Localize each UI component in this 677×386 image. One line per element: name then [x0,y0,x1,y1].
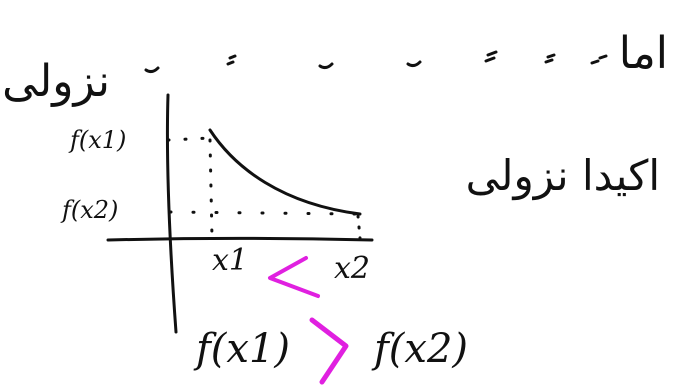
dotted-guides [166,136,362,240]
x-axis [106,237,374,242]
y-axis [165,93,178,334]
right-word: اکیدا نزولی [466,151,660,200]
ellipsis-marks [144,50,608,74]
left-word: نزولی [2,56,110,107]
f-x2-label: f(x2) [60,196,118,224]
x2-label: x2 [334,251,370,286]
greater-than-sign [309,317,349,385]
less-than-sign [268,256,320,298]
x1-label: x1 [212,243,248,278]
decreasing-curve [208,128,362,216]
top-right-word: اما [619,28,668,79]
bottom-right-expr: f(x2) [371,326,468,372]
f-x1-label: f(x1) [68,126,126,154]
bottom-left-expr: f(x1) [193,326,290,372]
